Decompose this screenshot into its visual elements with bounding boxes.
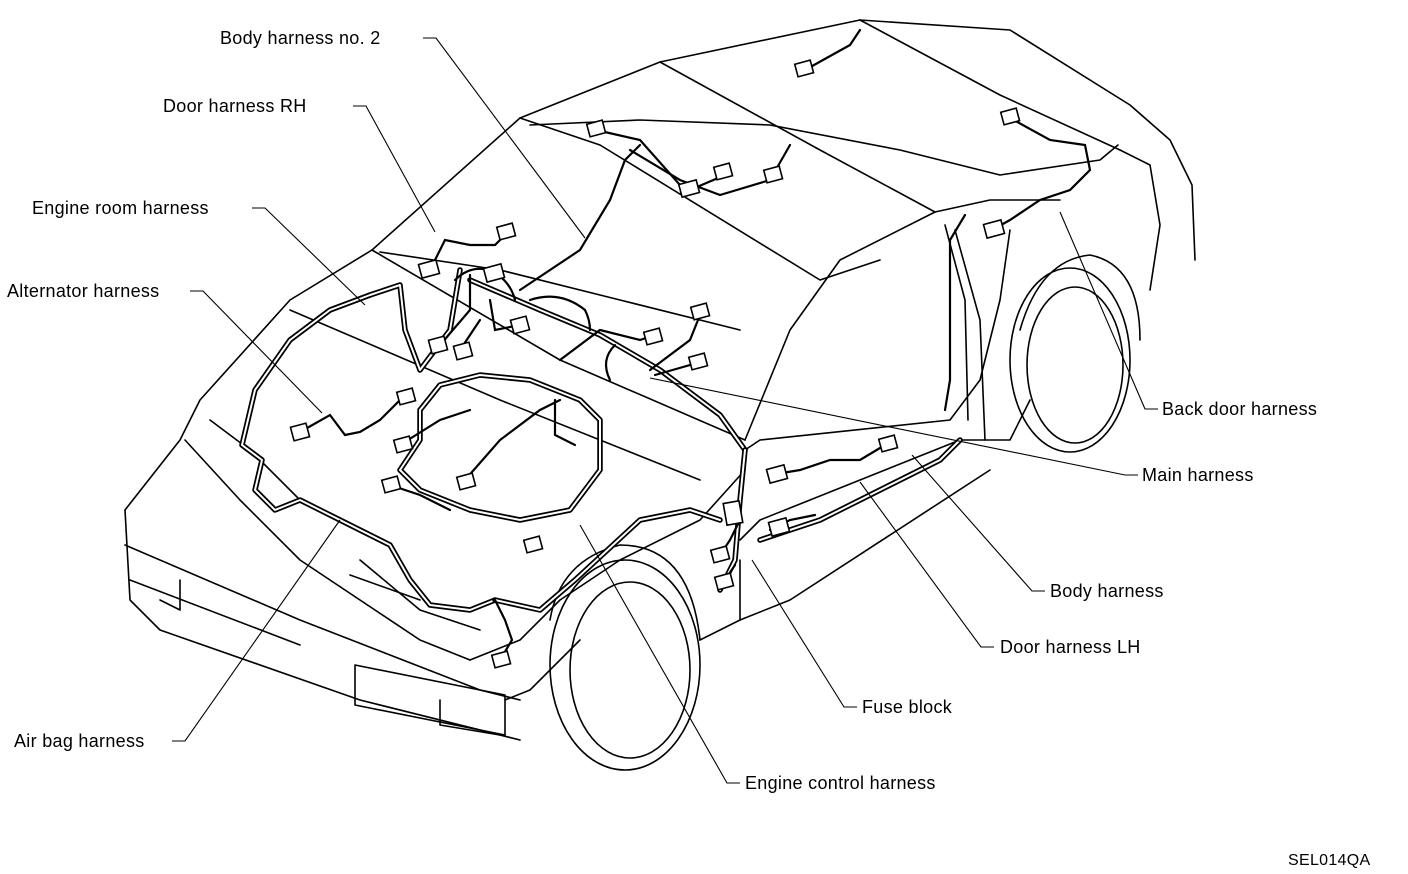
leader-alternator-harness xyxy=(190,290,323,414)
leader-engine-room-harness xyxy=(252,207,366,306)
leader-body-harness xyxy=(911,454,1045,592)
label-body-harness-no2: Body harness no. 2 xyxy=(220,28,381,48)
label-alternator-harness: Alternator harness xyxy=(7,281,160,301)
leader-door-harness-lh xyxy=(859,481,994,648)
leader-body-harness-no2 xyxy=(423,37,586,239)
leader-fuse-block xyxy=(751,559,857,708)
front-wheel xyxy=(549,544,701,771)
label-door-harness-rh: Door harness RH xyxy=(163,96,307,116)
rear-wheel xyxy=(1009,254,1141,453)
label-engine-control-harness: Engine control harness xyxy=(745,773,936,793)
figure-code: SEL014QA xyxy=(1288,852,1371,869)
leader-engine-control-harness xyxy=(579,524,740,784)
leader-lines xyxy=(172,37,1158,784)
main-harness-route xyxy=(467,277,748,613)
engine-room-harness-route xyxy=(239,267,498,613)
engine-control-harness-route xyxy=(397,372,603,523)
label-air-bag-harness: Air bag harness xyxy=(14,731,145,751)
body-harness-route xyxy=(757,437,963,543)
leader-door-harness-rh xyxy=(353,105,436,233)
label-engine-room-harness: Engine room harness xyxy=(32,198,209,218)
connectors xyxy=(289,59,1021,669)
label-back-door-harness: Back door harness xyxy=(1162,399,1318,419)
connector-wires xyxy=(298,28,1092,662)
leader-back-door-harness xyxy=(1059,211,1158,410)
leader-air-bag-harness xyxy=(172,519,341,742)
label-main-harness: Main harness xyxy=(1142,465,1254,485)
label-door-harness-lh: Door harness LH xyxy=(1000,637,1141,657)
leader-main-harness xyxy=(649,377,1138,476)
label-fuse-block: Fuse block xyxy=(862,697,953,717)
label-body-harness: Body harness xyxy=(1050,581,1164,601)
